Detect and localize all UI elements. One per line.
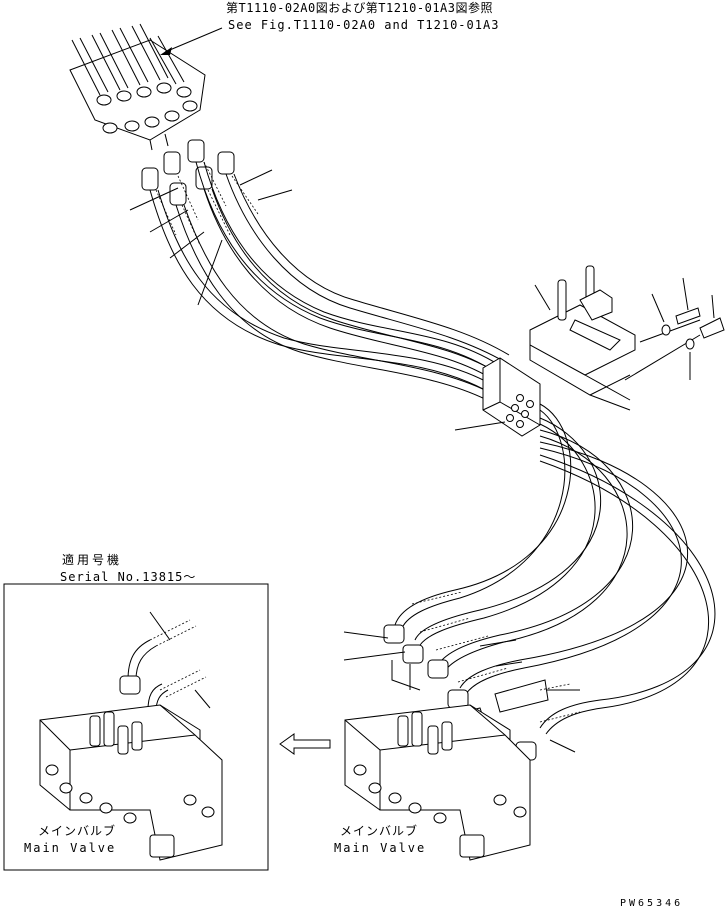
- main-valve-label-en-inset: Main Valve: [24, 841, 117, 855]
- inset-hoses: [127, 619, 207, 713]
- control-valve-icon: [69, 23, 206, 151]
- main-valve-label-en: Main Valve: [334, 841, 427, 855]
- main-valve-icon: [344, 704, 531, 861]
- hose-fitting-hatch: [411, 591, 581, 723]
- inset-callouts: [149, 611, 211, 709]
- drawing-number: PW65346: [620, 898, 684, 909]
- bracket-icon: [529, 265, 636, 411]
- hose-fitting-icon: [141, 139, 259, 246]
- lower-hoses: [394, 403, 716, 735]
- reference-note-en: See Fig.T1110-02A0 and T1210-01A3: [228, 18, 500, 32]
- reference-leader: [164, 27, 223, 53]
- hose-bundle: [149, 161, 510, 401]
- inset-frame: [3, 583, 269, 871]
- serial-label-jp: 適用号機: [62, 553, 123, 567]
- leader-arrowhead: [160, 47, 172, 55]
- callout-leaders: [129, 169, 293, 306]
- washer-icon: [651, 293, 695, 380]
- main-valve-icon: [39, 704, 223, 861]
- callout-leaders-lower: [343, 631, 580, 753]
- clamp-block-icon: [454, 357, 541, 437]
- serial-label-en: Serial No.13815～: [60, 570, 197, 584]
- reference-note-jp: 第T1110-02A0図および第T1210-01A3図参照: [226, 1, 493, 15]
- main-valve-label-jp-inset: メインバルブ: [38, 824, 117, 838]
- main-valve-label-jp: メインバルブ: [340, 824, 419, 838]
- arrow-left-icon: [279, 733, 331, 755]
- bolt-icon: [624, 277, 725, 381]
